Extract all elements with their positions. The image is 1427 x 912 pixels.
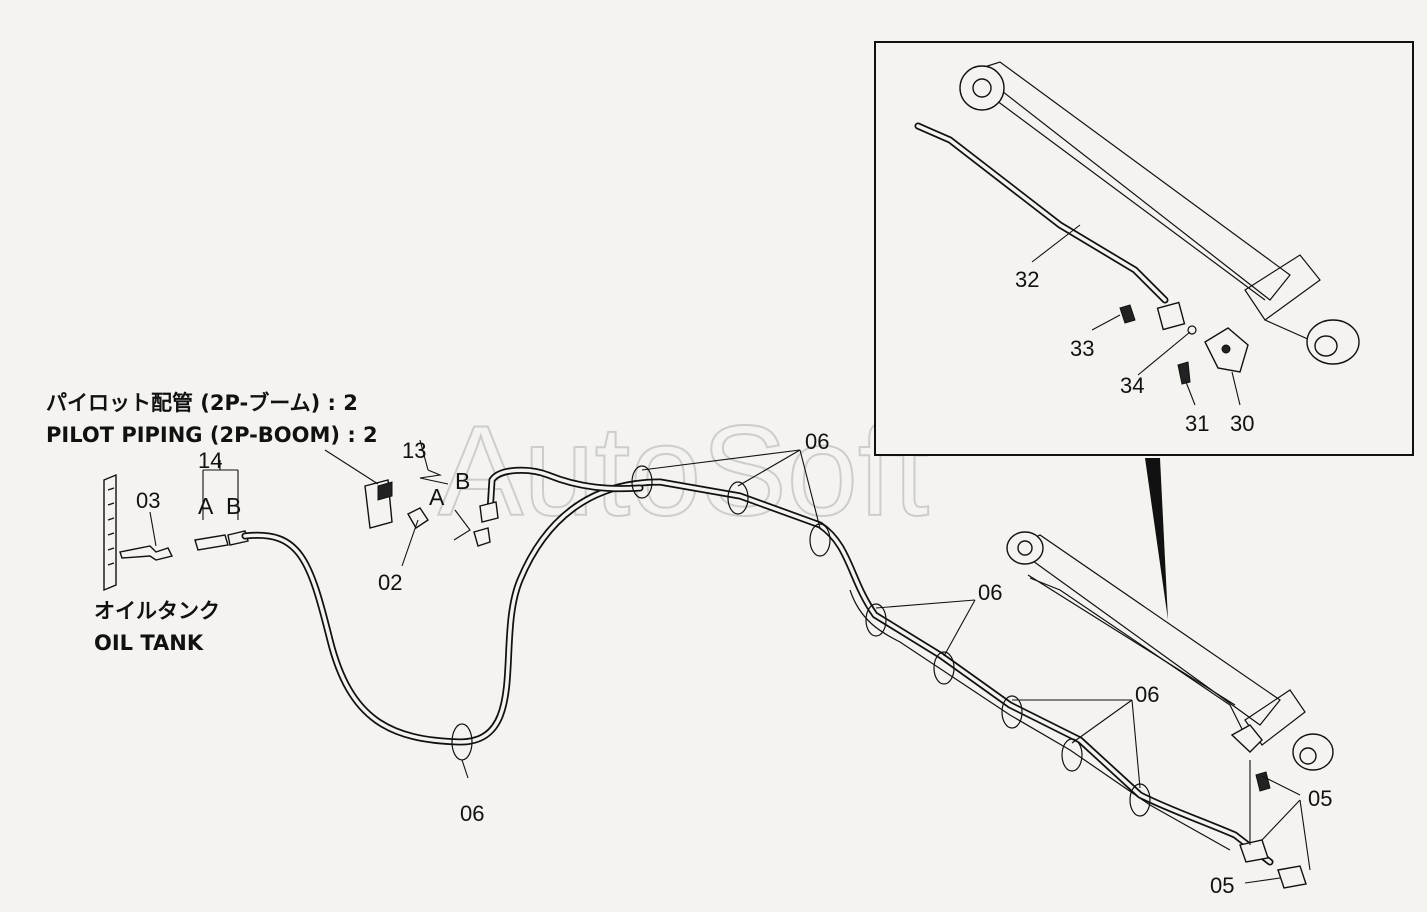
port-label-hose-b: B	[226, 493, 241, 519]
title-jp: パイロット配管 (2P-ブーム) : 2	[46, 391, 358, 415]
callout-03: 03	[136, 488, 160, 513]
inset-oring	[1187, 325, 1197, 335]
callout-06-mid: 06	[978, 580, 1002, 605]
callout-32: 32	[1015, 267, 1039, 292]
fitting-05b	[1277, 865, 1307, 889]
oil-tank-bracket	[103, 473, 117, 592]
oil-tank-label-en: OIL TANK	[94, 631, 204, 655]
hose-end-14	[194, 534, 229, 551]
tee-fitting-03	[119, 545, 174, 561]
detail-inset: 32 33 34 31 30	[874, 41, 1414, 456]
callout-06-bottom: 06	[460, 801, 484, 826]
fitting-02	[407, 507, 429, 529]
callout-34: 34	[1120, 373, 1144, 398]
inset-pointer	[1145, 458, 1168, 620]
inset-flange	[1156, 301, 1186, 331]
callout-31: 31	[1185, 411, 1209, 436]
callout-13: 13	[402, 438, 426, 463]
pipe-32-inner	[916, 124, 1167, 302]
fitting-05a	[1239, 839, 1269, 863]
inset-boom-cylinder	[959, 61, 1360, 365]
title-en: PILOT PIPING (2P-BOOM) : 2	[46, 423, 378, 447]
port-label-valve-a: A	[429, 484, 445, 510]
pilot-piping	[241, 466, 1274, 866]
inset-frame	[874, 41, 1414, 456]
callout-14: 14	[198, 448, 222, 473]
callout-33: 33	[1070, 336, 1094, 361]
callout-06-top: 06	[805, 429, 829, 454]
inset-bolt-33	[1119, 304, 1136, 324]
fitting-b	[479, 501, 499, 523]
fitting-a	[473, 527, 491, 547]
oil-tank-label-jp: オイルタンク	[94, 599, 220, 623]
callout-02: 02	[378, 570, 402, 595]
inset-bolt-31	[1177, 361, 1191, 385]
leader-lines	[149, 439, 1311, 884]
port-label-hose-a: A	[198, 493, 214, 519]
callout-05-upper: 05	[1308, 786, 1332, 811]
callout-06-low: 06	[1135, 682, 1159, 707]
port-label-valve-b: B	[455, 468, 470, 494]
callout-30: 30	[1230, 411, 1254, 436]
callout-05-lower: 05	[1210, 873, 1234, 898]
boom-cylinder	[1006, 531, 1334, 792]
